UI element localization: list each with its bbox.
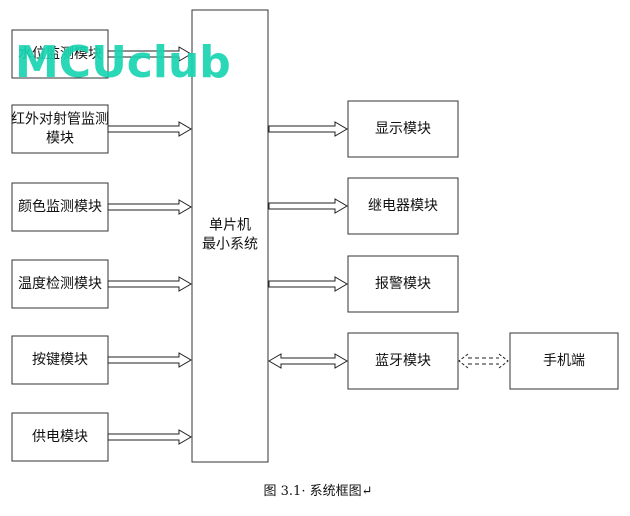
wireless-head-left — [458, 353, 469, 369]
module-color-label: 颜色监测模块 — [18, 198, 102, 215]
module-keys-box — [11, 335, 109, 385]
arrow-mcu-display — [268, 121, 348, 137]
module-display-box — [347, 100, 459, 158]
module-keys-label-line: 按键模块 — [32, 352, 88, 368]
module-relay-box — [347, 177, 459, 235]
module-alarm-box — [347, 255, 459, 313]
module-temp-label: 温度检测模块 — [18, 276, 102, 292]
module-bluetooth-label: 蓝牙模块 — [375, 353, 431, 369]
module-ir-label-line: 红外对射管监测 — [11, 112, 109, 128]
arrow-mcu-bluetooth — [268, 353, 348, 369]
module-power-box — [11, 412, 109, 462]
phone-label-line: 手机端 — [543, 353, 585, 369]
module-ir-label-line: 模块 — [46, 131, 74, 147]
arrow-bluetooth-phone-wireless — [458, 353, 509, 369]
module-power-label-line: 供电模块 — [32, 429, 88, 445]
arrow-water-to-mcu — [107, 46, 192, 62]
figure-caption: 图 3.1· 系统框图↵ — [264, 484, 373, 499]
module-alarm-label-line: 报警模块 — [375, 276, 431, 292]
arrow-color-to-mcu — [107, 199, 192, 215]
module-color-label-line: 颜色监测模块 — [18, 198, 102, 215]
watermark-logo: MCUclub — [15, 37, 231, 88]
module-bluetooth-box — [347, 332, 459, 390]
mcu-label-line: 单片机 — [209, 218, 251, 234]
arrow-mcu-relay — [268, 198, 348, 214]
mcu-label-line: 最小系统 — [202, 237, 258, 253]
module-water-box — [11, 29, 109, 79]
module-display-label: 显示模块 — [375, 121, 431, 137]
module-bluetooth-label-line: 蓝牙模块 — [375, 353, 431, 369]
module-keys-label: 按键模块 — [32, 352, 88, 368]
arrow-mcu-alarm — [268, 276, 348, 292]
mcu-box — [191, 9, 269, 463]
arrow-ir-to-mcu — [107, 121, 192, 137]
phone-label: 手机端 — [543, 353, 585, 369]
module-relay-label: 继电器模块 — [368, 198, 438, 214]
wireless-shaft — [468, 357, 499, 365]
module-ir-box — [11, 104, 109, 154]
module-temp-label-line: 温度检测模块 — [18, 276, 102, 292]
module-water-label: 水位监测模块 — [18, 46, 102, 62]
phone-box — [509, 332, 619, 390]
arrow-power-to-mcu — [107, 429, 192, 445]
module-water-label-line: 水位监测模块 — [18, 46, 102, 62]
arrow-temp-to-mcu — [107, 276, 192, 292]
module-color-box — [11, 182, 109, 232]
module-relay-label-line: 继电器模块 — [368, 198, 438, 214]
module-power-label: 供电模块 — [32, 429, 88, 445]
arrow-keys-to-mcu — [107, 352, 192, 368]
wireless-head-right — [498, 353, 509, 369]
module-alarm-label: 报警模块 — [375, 276, 431, 292]
module-display-label-line: 显示模块 — [375, 121, 431, 137]
